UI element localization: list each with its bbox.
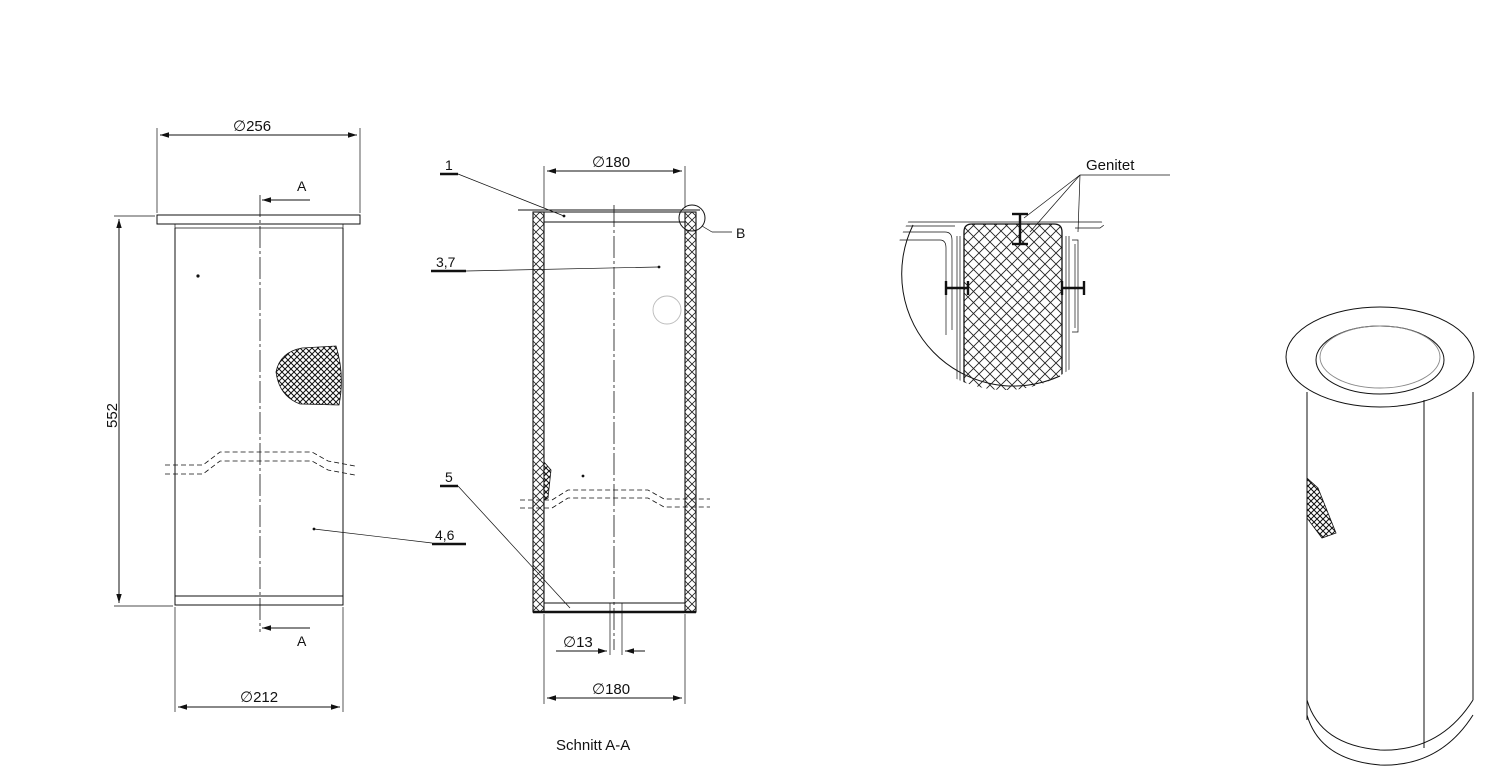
front-dia-bottom: ∅212: [240, 689, 278, 706]
mesh-patch: [275, 345, 342, 406]
section-view: B ∅180 ∅180 ∅13 1 3,7 5 Schnitt A-A: [431, 154, 745, 754]
bottom-ring: [174, 595, 344, 606]
section-dia-top: ∅180: [592, 154, 630, 171]
rivet-top: [1012, 212, 1028, 246]
section-caption: Schnitt A-A: [556, 737, 630, 754]
front-view: A A ∅256 ∅212 552 4,6: [104, 118, 466, 712]
detail-view: Genitet: [893, 157, 1170, 390]
top-flange: [156, 214, 361, 225]
iso-flange-outer: [1285, 306, 1475, 408]
callout-3-7: 3,7: [436, 254, 456, 270]
right-wall: [684, 211, 697, 613]
break-line-lower: [165, 460, 356, 476]
callout-1: 1: [445, 157, 453, 173]
break-line-upper: [165, 451, 356, 467]
section-mark-bottom: A: [297, 633, 307, 649]
section-mark-top: A: [297, 178, 307, 194]
front-dia-top: ∅256: [233, 118, 271, 135]
rivet-label: Genitet: [1086, 157, 1135, 174]
detail-filter-core: [963, 223, 1063, 390]
detail-ref-circle: [678, 204, 706, 232]
callout-4-6: 4,6: [435, 527, 455, 543]
rivet-left: [944, 281, 970, 295]
rivet-right: [1060, 281, 1086, 295]
section-dia-bottom: ∅180: [592, 681, 630, 698]
section-dia-hole: ∅13: [563, 634, 593, 651]
left-wall: [532, 211, 545, 613]
iso-view: [1285, 306, 1475, 766]
callout-5: 5: [445, 469, 453, 485]
front-height: 552: [104, 403, 121, 428]
detail-ref-label: B: [736, 225, 745, 241]
